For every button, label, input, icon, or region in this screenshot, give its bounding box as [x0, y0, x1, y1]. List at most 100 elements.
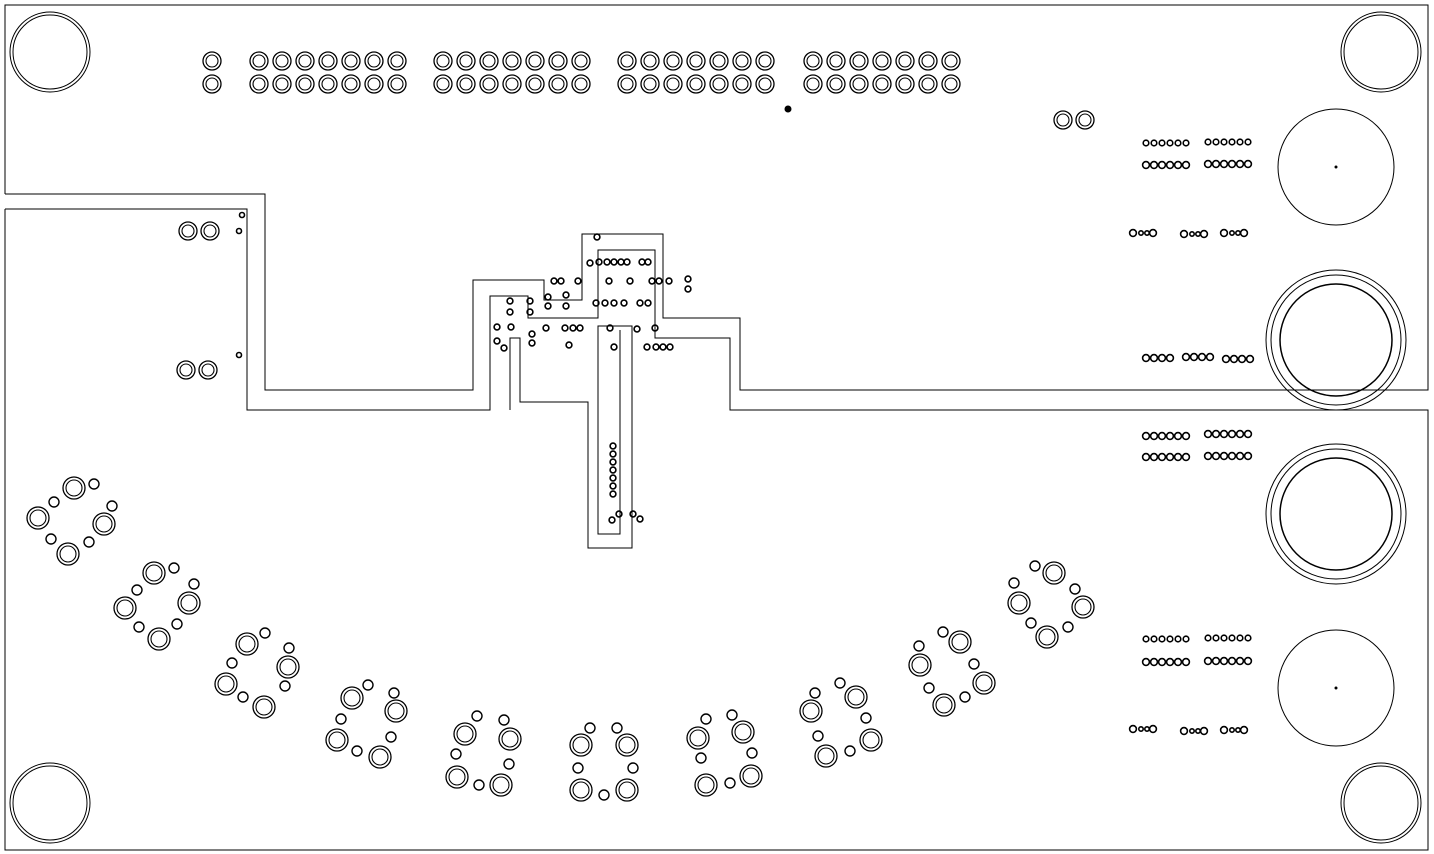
through-hole-pad [617, 74, 637, 94]
through-hole-pad [918, 51, 938, 71]
through-hole-pad [272, 74, 292, 94]
through-hole-pad [826, 74, 846, 94]
through-hole-pad-inner [574, 54, 588, 68]
small-pad [133, 621, 145, 633]
through-hole-pad-inner [344, 54, 358, 68]
via [1220, 138, 1228, 146]
via [1219, 228, 1229, 238]
through-hole-pad-inner [238, 635, 256, 653]
through-hole-pad [732, 51, 752, 71]
via [1219, 451, 1229, 461]
via [784, 105, 792, 113]
through-hole-pad-inner [275, 54, 289, 68]
through-hole-pad [502, 51, 522, 71]
through-hole-pad-inner [205, 77, 219, 91]
via [550, 277, 558, 285]
large-pad [1277, 629, 1395, 747]
small-pad [572, 762, 584, 774]
through-hole-pad [249, 74, 269, 94]
through-hole-pad [272, 51, 292, 71]
small-pad [1008, 577, 1020, 589]
through-hole-pad [433, 74, 453, 94]
through-hole-pad [200, 221, 220, 241]
via [1173, 657, 1183, 667]
small-pad [171, 618, 183, 630]
through-hole-pad-inner [505, 77, 519, 91]
via [528, 330, 536, 338]
via [626, 277, 634, 285]
through-hole-pad-inner [203, 224, 217, 238]
via [565, 341, 573, 349]
through-hole-pad-inner [328, 731, 346, 749]
via [636, 515, 644, 523]
through-hole-pad [844, 685, 868, 709]
via [1174, 635, 1182, 643]
through-hole-pad [368, 745, 392, 769]
via [1219, 656, 1229, 666]
via [1243, 429, 1253, 439]
via [1212, 634, 1220, 642]
via [500, 344, 508, 352]
through-hole-pad [62, 476, 86, 500]
through-hole-pad-inner [252, 54, 266, 68]
through-hole-pad-inner [921, 54, 935, 68]
small-pad [106, 500, 118, 512]
small-pad [188, 578, 200, 590]
through-hole-pad [295, 74, 315, 94]
via [655, 277, 663, 285]
through-hole-pad-inner [862, 731, 880, 749]
via [1235, 429, 1245, 439]
via [609, 466, 617, 474]
small-pad [1025, 617, 1037, 629]
via [609, 442, 617, 450]
through-hole-pad-inner [734, 723, 752, 741]
via [1141, 431, 1151, 441]
via [1138, 230, 1145, 237]
through-hole-pad-inner [448, 768, 466, 786]
through-hole-pad [895, 74, 915, 94]
through-hole-pad [176, 360, 196, 380]
through-hole-pad [908, 653, 932, 677]
through-hole-pad [318, 74, 338, 94]
mounting-hole [1340, 762, 1422, 844]
through-hole-pad [142, 561, 166, 585]
via [1227, 656, 1237, 666]
via [1149, 431, 1159, 441]
through-hole-pad-inner [712, 77, 726, 91]
via [542, 324, 550, 332]
through-hole-pad-inner [666, 77, 680, 91]
via [1235, 726, 1242, 733]
through-hole-pad-inner [371, 748, 389, 766]
through-hole-pad-inner [944, 77, 958, 91]
small-pad [700, 713, 712, 725]
through-hole-pad-inner [279, 658, 297, 676]
via [1148, 724, 1158, 734]
small-pad [48, 496, 60, 508]
through-hole-pad [198, 360, 218, 380]
through-hole-pad-inner [666, 54, 680, 68]
small-pad [844, 745, 856, 757]
small-pad [695, 752, 707, 764]
board-edge-bottom [4, 208, 1429, 851]
via [1141, 353, 1151, 363]
through-hole-pad-inner [528, 77, 542, 91]
through-hole-pad [177, 591, 201, 615]
small-pad [923, 682, 935, 694]
via [651, 324, 659, 332]
through-hole-pad [686, 51, 706, 71]
through-hole-pad [640, 51, 660, 71]
via [1181, 352, 1191, 362]
via [1157, 452, 1167, 462]
through-hole-pad [803, 74, 823, 94]
via [609, 474, 617, 482]
through-hole-pad [694, 773, 718, 797]
via [617, 258, 625, 266]
through-hole-pad-inner [501, 730, 519, 748]
via [1236, 138, 1244, 146]
through-hole-pad [502, 74, 522, 94]
small-pad [362, 679, 374, 691]
via [493, 337, 501, 345]
via [620, 299, 628, 307]
mounting-hole [9, 11, 91, 93]
via [1149, 657, 1159, 667]
